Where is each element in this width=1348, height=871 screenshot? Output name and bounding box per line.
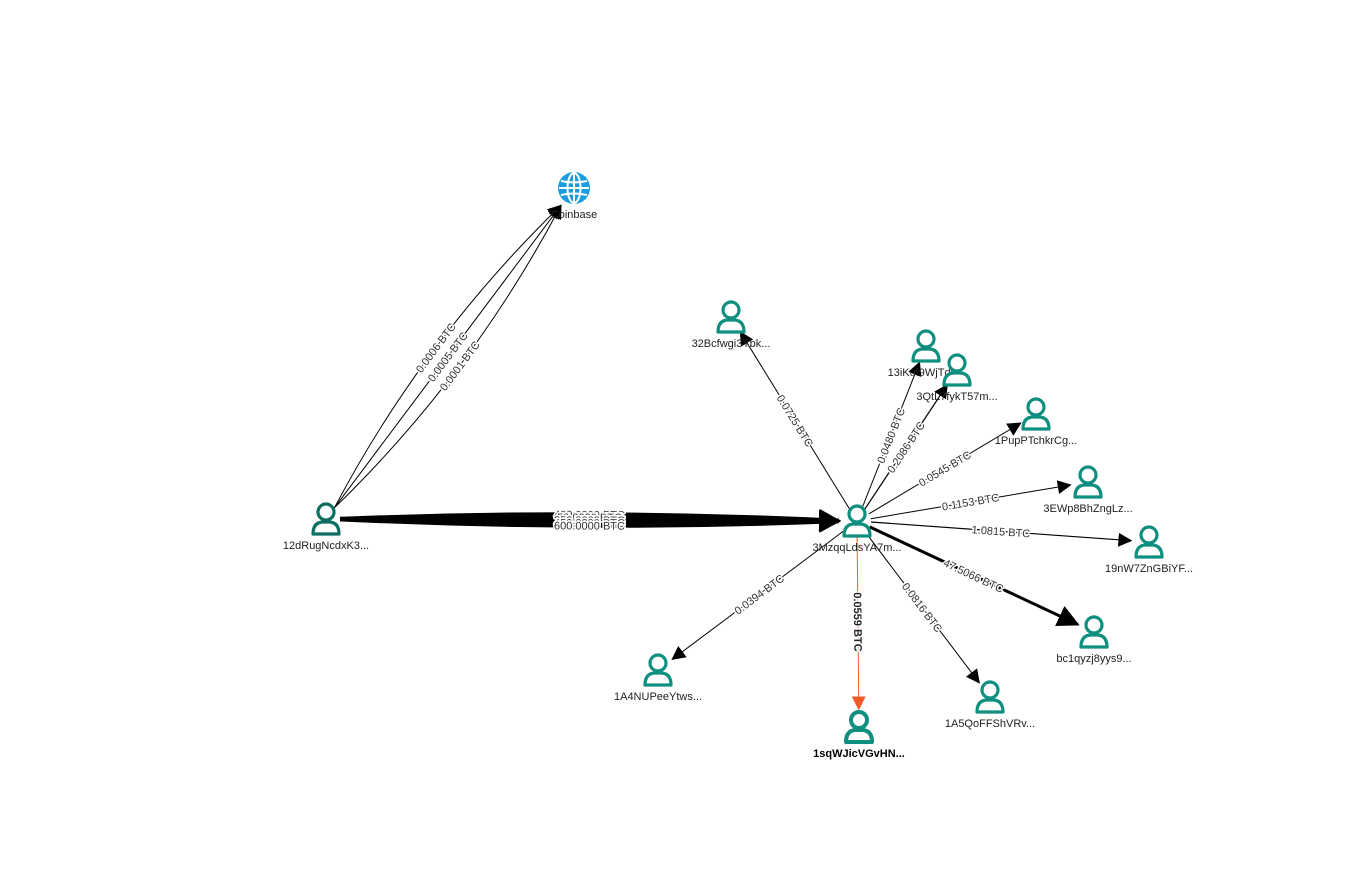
node-n19nW[interactable]: 19nW7ZnGBiYF... — [1105, 525, 1193, 575]
node-label: 3EWp8BhZngLz... — [1043, 503, 1132, 515]
edge-n12dRug-to-coinbase[interactable] — [333, 204, 562, 509]
node-n3QtL[interactable]: 3QtL7fykT57m... — [916, 353, 998, 403]
node-label: 1PupPTchkrCg... — [995, 435, 1078, 447]
user-icon — [311, 502, 341, 536]
edge-n3Mzqq-to-n1sqW[interactable] — [851, 534, 866, 711]
node-n3Mzqq[interactable]: 3MzqqLdsYA7m... — [812, 504, 902, 554]
user-icon — [1073, 465, 1103, 499]
node-n32Bcf[interactable]: 32Bcfwgi3Ybk... — [692, 300, 771, 350]
edge-amount-label: 0.0725 BTC — [774, 393, 815, 449]
edge-amount-label: 0.0394 BTC — [733, 573, 787, 618]
edge-amount-label: 50.0000 BTC — [557, 512, 622, 524]
node-n12dRug[interactable]: 12dRugNcdxK3... — [283, 502, 369, 552]
user-icon — [844, 710, 874, 744]
edge-amount-label: 400.0000 BTC — [554, 509, 625, 521]
edge-n12dRug-to-coinbase[interactable] — [334, 204, 562, 509]
node-label: 19nW7ZnGBiYF... — [1105, 563, 1193, 575]
user-icon — [842, 504, 872, 538]
edge-amount-label: 47.5066 BTC — [941, 557, 1005, 595]
node-n3EWp[interactable]: 3EWp8BhZngLz... — [1043, 465, 1133, 515]
edge-amount-label: 250.0000 BTC — [554, 515, 625, 527]
edge-n3Mzqq-to-n19nW[interactable] — [870, 521, 1133, 547]
node-label: 3QtL7fykT57m... — [916, 391, 997, 403]
node-label: 3MzqqLdsYA7m... — [812, 542, 901, 554]
edge-n3Mzqq-to-n3EWp[interactable] — [870, 480, 1072, 520]
node-label: 1A4NUPeeYtws... — [614, 691, 702, 703]
edge-n3Mzqq-to-n1A5Q[interactable] — [865, 531, 980, 684]
node-label: bc1qyzj8yys9... — [1056, 653, 1131, 665]
edge-n3Mzqq-to-n1A4N[interactable] — [671, 528, 847, 661]
globe-icon — [558, 172, 590, 204]
edge-amount-label: 450.0000 BTC — [554, 518, 625, 530]
node-label: Coinbase — [551, 209, 597, 221]
user-icon — [911, 329, 941, 363]
node-label: 32Bcfwgi3Ybk... — [692, 338, 771, 350]
user-icon — [716, 300, 746, 334]
node-coinbase[interactable]: Coinbase — [551, 172, 597, 221]
user-icon — [1134, 525, 1164, 559]
node-n1A4N[interactable]: 1A4NUPeeYtws... — [614, 653, 702, 703]
edge-n12dRug-to-coinbase[interactable] — [333, 204, 562, 509]
user-icon — [975, 680, 1005, 714]
edge-n3Mzqq-to-n3QtL[interactable] — [864, 383, 948, 510]
node-label: 1sqWJicVGvHN... — [813, 748, 905, 760]
edge-amount-label: 0.0545 BTC — [917, 449, 974, 489]
edge-n3Mzqq-to-n32Bcf[interactable] — [739, 331, 851, 510]
edge-layer — [333, 204, 1133, 711]
edge-amount-label: 1.0815 BTC — [971, 524, 1030, 540]
node-label: 12dRugNcdxK3... — [283, 540, 369, 552]
node-nbc1q[interactable]: bc1qyzj8yys9... — [1056, 615, 1132, 665]
user-icon — [942, 353, 972, 387]
node-n1PupP[interactable]: 1PupPTchkrCg... — [995, 397, 1078, 447]
node-label: 1A5QoFFShVRv... — [945, 718, 1035, 730]
edge-n3Mzqq-to-nbc1q[interactable] — [869, 525, 1080, 626]
user-icon — [643, 653, 673, 687]
user-icon — [1079, 615, 1109, 649]
edge-amount-label: 600.0000 BTC — [554, 520, 625, 532]
node-n1sqW[interactable]: 1sqWJicVGvHN... — [813, 710, 905, 760]
user-icon — [1021, 397, 1051, 431]
edge-amount-label: 0.0816 BTC — [899, 581, 944, 635]
edge-amount-label: 0.1153 BTC — [941, 492, 1000, 513]
node-n1A5Q[interactable]: 1A5QoFFShVRv... — [945, 680, 1035, 730]
edge-amount-label: 0.0559 BTC — [851, 592, 864, 651]
edge-n3Mzqq-to-n13iK[interactable] — [861, 361, 922, 509]
node-layer: Coinbase 12dRugNcdxK3... 3MzqqLdsYA7m... 32… — [283, 172, 1193, 760]
edge-n3Mzqq-to-n1PupP[interactable] — [868, 422, 1022, 515]
edge-n12dRug-to-n3Mzqq[interactable] — [339, 510, 842, 533]
